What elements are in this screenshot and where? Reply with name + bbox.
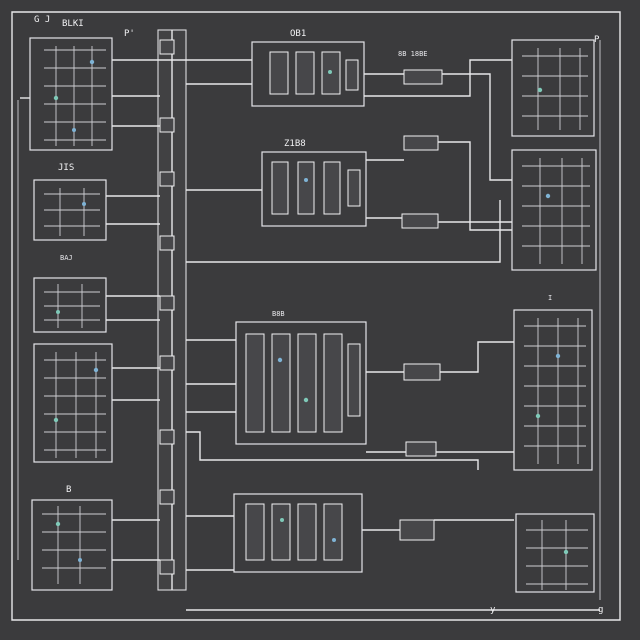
outer-frame <box>11 11 621 621</box>
label-top-mid-c: 8B 18BE <box>398 50 428 58</box>
right-module-2 <box>511 149 597 271</box>
label-top-mid-a: P' <box>124 29 135 39</box>
left-module-5 <box>31 499 113 591</box>
right-module-4 <box>515 513 595 593</box>
center-module-upper <box>261 151 367 227</box>
left-module-3 <box>33 277 107 333</box>
label-bottom-right: y <box>490 605 496 615</box>
left-module-1 <box>29 37 113 151</box>
label-left-low: B <box>66 485 71 495</box>
center-module-low <box>233 493 363 573</box>
left-module-4 <box>33 343 113 463</box>
center-module-top <box>251 41 365 107</box>
right-module-1 <box>511 39 595 137</box>
label-left-mid: BAJ <box>60 254 73 262</box>
left-module-2 <box>33 179 107 241</box>
label-bottom-right-2: g <box>598 605 603 615</box>
center-module-mid <box>235 321 367 445</box>
signal-wires <box>20 59 600 611</box>
right-module-3 <box>513 309 593 471</box>
label-center-mid: B8B <box>272 310 285 318</box>
label-top-left-2: BLKI <box>62 19 84 29</box>
central-bus <box>157 29 187 591</box>
connector-blocks <box>399 69 443 541</box>
label-right-mid: I <box>548 294 552 302</box>
label-top-right: P <box>594 35 600 45</box>
label-mid-upper: Z1B8 <box>284 139 306 149</box>
label-left-upper: JIS <box>58 163 74 173</box>
label-top-left: G J <box>34 15 50 25</box>
label-top-mid-b: OB1 <box>290 29 306 39</box>
